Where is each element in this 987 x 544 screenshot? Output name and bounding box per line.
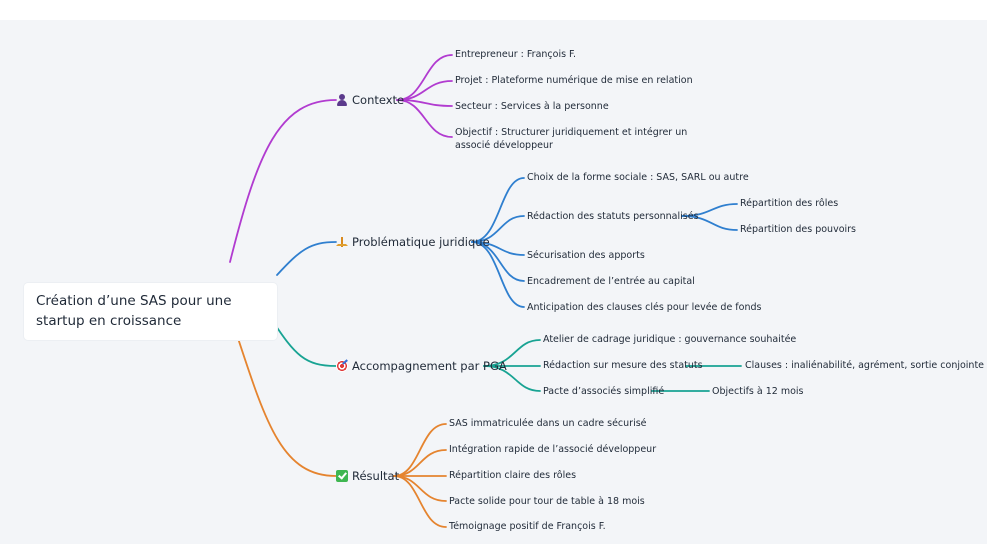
target-icon (336, 360, 348, 372)
problematique-sub-1[interactable]: Répartition des pouvoirs (740, 224, 856, 235)
edge-root-resultat (231, 319, 337, 477)
problematique-item-1[interactable]: Rédaction des statuts personnalisés (527, 211, 699, 222)
branch-resultat[interactable]: Résultat (336, 469, 399, 483)
edge-root-accompagnement (271, 319, 337, 367)
edge-ctx-1 (396, 80, 453, 101)
edge-root-problematique (276, 241, 337, 276)
mindmap-canvas: Création d’une SAS pour une startup en c… (0, 20, 987, 544)
edge-root-contexte (229, 99, 337, 263)
contexte-item-2[interactable]: Secteur : Services à la personne (455, 101, 609, 112)
edge-prob-sub-1 (681, 215, 738, 231)
contexte-item-0[interactable]: Entrepreneur : François F. (455, 49, 577, 60)
edge-prob-1 (471, 215, 525, 243)
edge-ctx-0 (396, 54, 453, 101)
resultat-item-3[interactable]: Pacte solide pour tour de table à 18 moi… (449, 496, 645, 507)
scales-icon (336, 236, 348, 248)
problematique-item-4[interactable]: Anticipation des clauses clés pour levée… (527, 302, 762, 313)
resultat-item-1[interactable]: Intégration rapide de l’associé développ… (449, 444, 657, 455)
problematique-item-0[interactable]: Choix de la forme sociale : SAS, SARL ou… (527, 172, 749, 183)
branch-accompagnement[interactable]: Accompagnement par PGA (336, 359, 507, 373)
root-node[interactable]: Création d’une SAS pour une startup en c… (24, 283, 277, 340)
check-icon (336, 470, 348, 482)
person-icon (336, 94, 348, 106)
edge-res-3 (393, 475, 447, 502)
accompagnement-sub-statuts[interactable]: Clauses : inaliénabilité, agrément, sort… (745, 360, 985, 371)
accompagnement-item-1[interactable]: Rédaction sur mesure des statuts (543, 360, 703, 371)
edge-prob-4 (471, 241, 525, 308)
accompagnement-item-2[interactable]: Pacte d’associés simplifié (543, 386, 665, 397)
branch-contexte[interactable]: Contexte (336, 93, 404, 107)
resultat-item-4[interactable]: Témoignage positif de François F. (449, 521, 606, 532)
resultat-item-0[interactable]: SAS immatriculée dans un cadre sécurisé (449, 418, 647, 429)
problematique-item-2[interactable]: Sécurisation des apports (527, 250, 645, 261)
branch-accompagnement-label: Accompagnement par PGA (352, 359, 507, 373)
accompagnement-item-0[interactable]: Atelier de cadrage juridique : gouvernan… (543, 334, 797, 345)
edge-res-1 (393, 449, 447, 477)
problematique-item-3[interactable]: Encadrement de l’entrée au capital (527, 276, 695, 287)
contexte-item-1[interactable]: Projet : Plateforme numérique de mise en… (455, 75, 693, 86)
branch-problematique[interactable]: Problématique juridique (336, 235, 490, 249)
problematique-sub-0[interactable]: Répartition des rôles (740, 198, 839, 209)
edge-prob-0 (471, 177, 525, 243)
mindmap-edges (229, 54, 742, 528)
edge-ctx-3 (396, 99, 453, 138)
edge-res-4 (393, 475, 447, 528)
accompagnement-sub-pacte[interactable]: Objectifs à 12 mois (712, 386, 804, 397)
edge-acc-2 (483, 365, 541, 392)
branch-contexte-label: Contexte (352, 93, 405, 107)
edge-res-0 (393, 423, 447, 477)
branch-problematique-label: Problématique juridique (352, 235, 490, 249)
branch-resultat-label: Résultat (352, 469, 400, 483)
resultat-item-2[interactable]: Répartition claire des rôles (449, 470, 577, 481)
contexte-item-3[interactable]: Objectif : Structurer juridiquement et i… (455, 127, 688, 151)
